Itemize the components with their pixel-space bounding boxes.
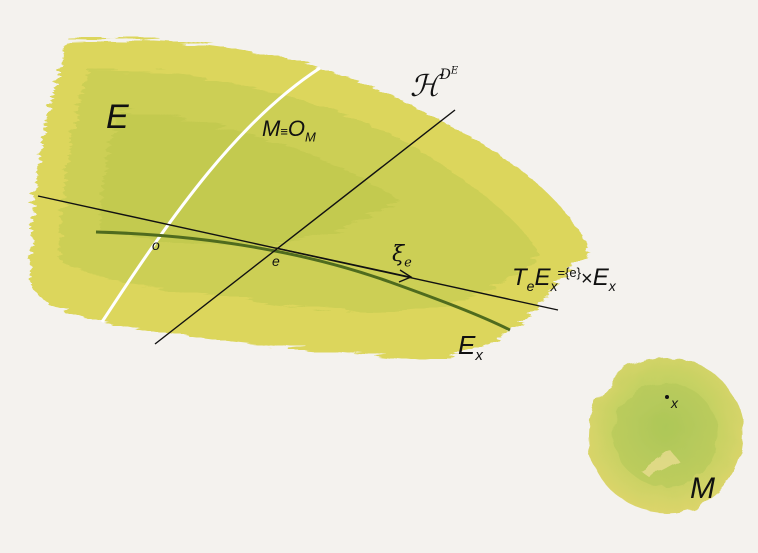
label-base-manifold: M bbox=[690, 474, 715, 504]
label-xi: ξe bbox=[392, 244, 412, 266]
label-e: e bbox=[272, 254, 280, 268]
label-o: o bbox=[152, 238, 160, 252]
label-E: E bbox=[106, 100, 129, 134]
label-zero-section: M≡OM bbox=[262, 118, 316, 140]
point-x-dot bbox=[665, 395, 669, 399]
base-manifold-disc bbox=[588, 357, 744, 513]
label-point-x: x bbox=[671, 396, 678, 410]
label-tangent-space: TeEx={e}×Ex bbox=[512, 266, 616, 290]
label-horizontal-subspace: ℋDE bbox=[410, 72, 458, 102]
bundle-region bbox=[30, 39, 590, 360]
label-fiber: Ex bbox=[458, 332, 483, 358]
